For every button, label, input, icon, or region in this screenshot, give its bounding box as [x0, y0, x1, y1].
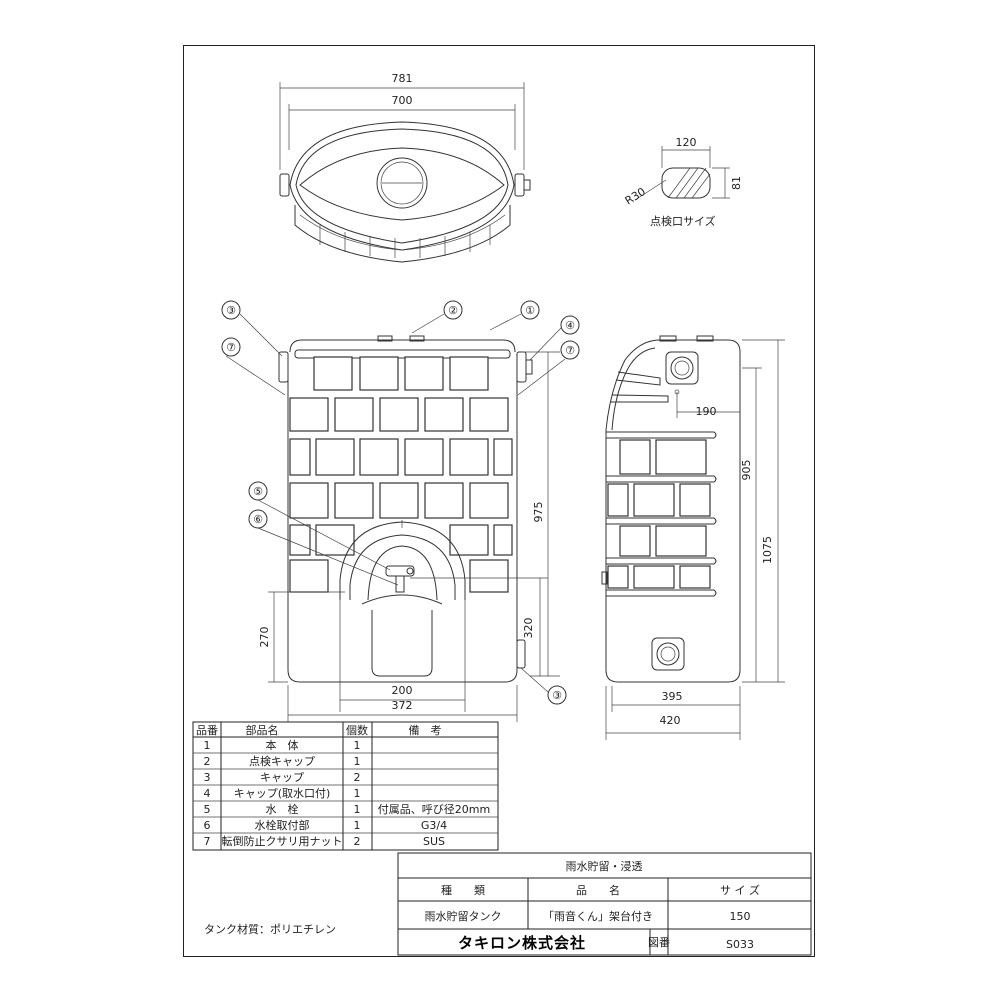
- dim-hatch-w: 120: [676, 136, 697, 149]
- header-name: 部品名: [246, 723, 279, 737]
- row-qty: 2: [354, 771, 361, 784]
- row-qty: 2: [354, 835, 361, 848]
- drawing-sheet: [183, 45, 815, 957]
- col-size: サ イ ズ: [720, 883, 760, 897]
- size-value: 150: [730, 910, 751, 923]
- row-note: 付属品、呼び径20mm: [378, 803, 490, 816]
- row-qty: 1: [354, 755, 361, 768]
- row-qty: 1: [354, 803, 361, 816]
- drawing-number: S033: [726, 938, 754, 951]
- callout-3-top: ③: [226, 304, 236, 317]
- dim-hatch-h: 81: [730, 176, 743, 190]
- title-heading: 雨水貯留・浸透: [566, 860, 643, 873]
- row-no: 5: [204, 803, 211, 816]
- title-block: 雨水貯留・浸透 種 類 品 名 サ イ ズ 雨水貯留タンク 「雨音くん」架台付き…: [397, 852, 812, 956]
- row-note: G3/4: [421, 819, 447, 832]
- row-name: キャップ(取水口付): [234, 787, 331, 800]
- type-value: 雨水貯留タンク: [425, 910, 502, 923]
- col-type: 種 類: [441, 883, 485, 897]
- table-row: 2 点検キャップ 1: [204, 754, 361, 768]
- dim-front-h: 975: [532, 502, 545, 523]
- row-name: 水 栓: [266, 802, 299, 816]
- header-note: 備 考: [409, 724, 442, 737]
- col-product: 品 名: [576, 883, 620, 897]
- table-row: 4 キャップ(取水口付) 1: [204, 787, 361, 800]
- row-qty: 1: [354, 819, 361, 832]
- callout-3-bottom: ③: [552, 689, 562, 702]
- front-view: 975 320 270 200 372 ① ② ③ ④ ⑦: [221, 300, 580, 722]
- table-row: 7 転倒防止クサリ用ナット 2 SUS: [204, 834, 446, 848]
- row-name: 水栓取付部: [255, 818, 310, 832]
- dim-side-905: 905: [740, 460, 753, 481]
- side-view: 190 905 1075 395 420: [601, 335, 785, 740]
- dim-side-1075: 1075: [761, 536, 774, 564]
- dim-hatch-r: R30: [623, 185, 648, 207]
- dim-front-w200: 200: [392, 684, 413, 697]
- product-value: 「雨音くん」架台付き: [543, 909, 653, 923]
- table-row: 1 本 体 1: [204, 738, 361, 752]
- table-row: 3 キャップ 2: [204, 771, 361, 784]
- callout-4: ④: [565, 319, 575, 332]
- callout-5: ⑤: [253, 485, 263, 498]
- dim-top-outer: 781: [392, 72, 413, 85]
- row-no: 2: [204, 755, 211, 768]
- row-no: 7: [204, 835, 211, 848]
- dim-front-spout: 320: [522, 618, 535, 639]
- top-view: 781 700: [279, 72, 531, 263]
- callout-7-right: ⑦: [565, 344, 575, 357]
- dim-front-lower: 270: [258, 627, 271, 648]
- row-note: SUS: [423, 835, 445, 848]
- table-row: 5 水 栓 1 付属品、呼び径20mm: [204, 802, 491, 816]
- callout-1: ①: [525, 304, 535, 317]
- dim-side-190: 190: [696, 405, 717, 418]
- hatch-caption: 点検口サイズ: [650, 214, 716, 228]
- row-no: 6: [204, 819, 211, 832]
- parts-table: 品番 部品名 個数 備 考 1 本 体 1 2 点検キャップ 1 3 キャップ …: [192, 721, 499, 851]
- hatch-detail: 120 81 R30 点検口サイズ: [623, 136, 743, 228]
- row-name: 点検キャップ: [249, 754, 315, 768]
- callout-7-left: ⑦: [226, 341, 236, 354]
- row-no: 4: [204, 787, 211, 800]
- row-no: 3: [204, 771, 211, 784]
- callout-2: ②: [448, 304, 458, 317]
- dim-side-395: 395: [662, 690, 683, 703]
- dim-side-420: 420: [660, 714, 681, 727]
- header-no: 品番: [196, 724, 218, 737]
- dim-top-inner: 700: [392, 94, 413, 107]
- dim-front-w372: 372: [392, 699, 413, 712]
- row-name: 本 体: [266, 738, 299, 752]
- row-qty: 1: [354, 739, 361, 752]
- header-qty: 個数: [346, 724, 368, 737]
- row-name: キャップ: [260, 771, 304, 784]
- row-name: 転倒防止クサリ用ナット: [222, 834, 343, 848]
- row-qty: 1: [354, 787, 361, 800]
- callout-6: ⑥: [253, 513, 263, 526]
- company-logo: タキロン株式会社: [458, 934, 586, 952]
- table-row: 6 水栓取付部 1 G3/4: [204, 818, 448, 832]
- row-no: 1: [204, 739, 211, 752]
- material-note: タンク材質：ポリエチレン: [204, 922, 336, 936]
- drawing-label: 図番: [648, 936, 670, 949]
